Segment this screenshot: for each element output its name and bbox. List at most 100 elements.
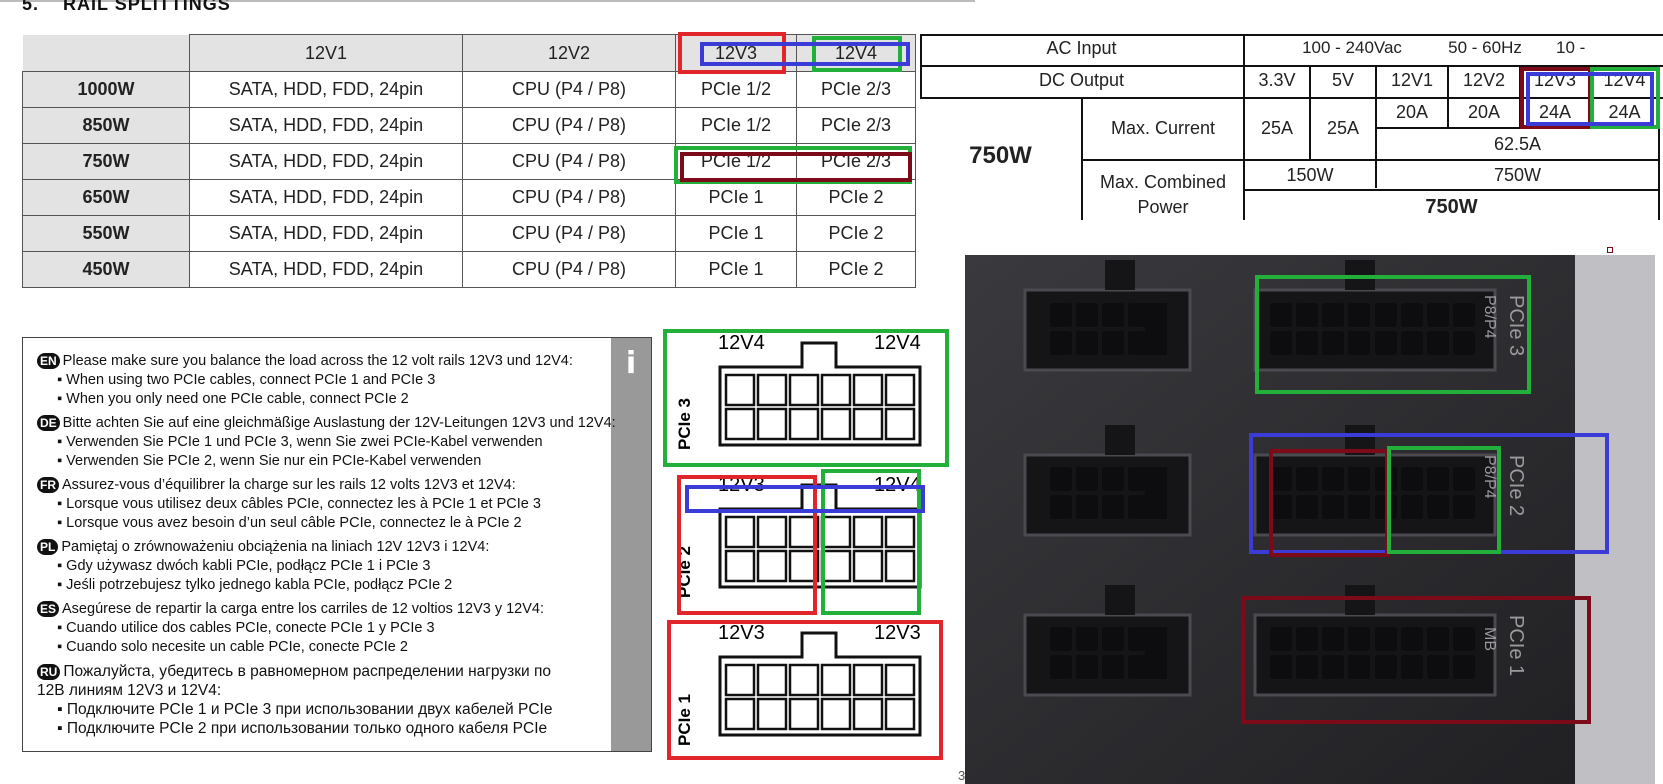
cell-12v4: PCIe 2: [796, 215, 916, 252]
highlight-12v4-header: [812, 36, 902, 72]
lang-text: Pamiętaj o zrównoważeniu obciążenia na l…: [61, 539, 490, 555]
current-12v2: 20A: [1467, 102, 1501, 122]
connector-pcie2: 12V3 12V4 PCIe 2: [675, 474, 922, 598]
current-5v: 25A: [1326, 118, 1360, 138]
dc-output-label: DC Output: [1038, 70, 1125, 90]
lang-text: Please make sure you balance the load ac…: [62, 353, 573, 369]
current-12v1: 20A: [1395, 102, 1429, 122]
highlight-12v3-12v4-header: [700, 42, 910, 66]
highlight-pcie2-rails: [685, 485, 925, 513]
col-header-12v1: 12V1: [189, 34, 463, 72]
psu-panel-photo: PCIe 3 P8/P4 PCIe 2 P8/P4 PCIe 1 MB: [965, 255, 1655, 784]
cell-12v1: SATA, HDD, FDD, 24pin: [189, 251, 463, 288]
lang-bullet: When using two PCIe cables, connect PCIe…: [66, 372, 436, 388]
ac-current: 10 -: [1556, 38, 1586, 57]
lang-badge: DE: [37, 415, 60, 431]
connector-pcie3: 12V4 12V4 PCIe 3: [675, 332, 922, 450]
lang-bullet: Gdy używasz dwóch kabli PCIe, podłącz PC…: [66, 558, 431, 574]
pcie1-left-rail: 12V3: [718, 622, 765, 644]
cell-12v2: CPU (P4 / P8): [462, 215, 676, 252]
lang-bullet: Verwenden Sie PCIe 1 und PCIe 3, wenn Si…: [66, 434, 543, 450]
cell-12v3: PCIe 1: [675, 215, 797, 252]
top-rule: [0, 0, 975, 2]
info-icon: i: [625, 346, 637, 381]
table-row: 1000W SATA, HDD, FDD, 24pin CPU (P4 / P8…: [22, 71, 916, 108]
lang-badge: PL: [37, 539, 59, 555]
pcie1-label: PCIe 1: [675, 694, 694, 746]
highlight-pcie2-12v4: [821, 469, 921, 615]
cell-12v2: CPU (P4 / P8): [462, 71, 676, 108]
connector-pcie1: 12V3 12V3 PCIe 1: [675, 622, 922, 746]
pcie3-right-rail: 12V4: [874, 332, 921, 354]
lang-bullet: Verwenden Sie PCIe 2, wenn Sie nur ein P…: [66, 453, 482, 469]
photo-label-pcie3: PCIe 3: [1505, 295, 1527, 356]
lang-bullet: Cuando solo necesite un cable PCIe, cone…: [66, 639, 408, 655]
cell-12v1: SATA, HDD, FDD, 24pin: [189, 215, 463, 252]
cell-12v3: PCIe 1/2: [675, 71, 797, 108]
lang-bullet: When you only need one PCIe cable, conne…: [66, 391, 409, 407]
model-750w: 750W: [969, 142, 1032, 169]
table-row: 650W SATA, HDD, FDD, 24pin CPU (P4 / P8)…: [22, 179, 916, 216]
lang-bullet: Подключите PCIe 2 при использовании толь…: [66, 720, 548, 737]
cell-12v3: PCIe 1: [675, 179, 797, 216]
pcie1-right-rail: 12V3: [874, 622, 921, 644]
ac-input-label: AC Input: [1046, 38, 1117, 58]
combined-low-power: 150W: [1286, 165, 1334, 185]
cell-12v2: CPU (P4 / P8): [462, 179, 676, 216]
highlight-750w-pcie-maroon: [680, 152, 912, 182]
lang-text: Bitte achten Sie auf eine gleichmäßige A…: [62, 415, 616, 431]
lang-badge: EN: [37, 353, 60, 369]
photo-label-pcie2: PCIe 2: [1505, 455, 1527, 516]
cell-12v1: SATA, HDD, FDD, 24pin: [189, 71, 463, 108]
lang-bullet: Cuando utilice dos cables PCIe, conecte …: [66, 620, 435, 636]
cell-12v4: PCIe 2: [796, 179, 916, 216]
lang-bullet: Lorsque vous utilisez deux câbles PCIe, …: [66, 496, 541, 512]
lang-bullet: Подключите PCIe 1 и PCIe 3 при использов…: [66, 701, 553, 718]
combined-12v-current: 62.5A: [1493, 134, 1542, 154]
table-corner: [22, 34, 190, 72]
max-current-label: Max. Current: [1110, 118, 1216, 138]
cell-12v2: CPU (P4 / P8): [462, 107, 676, 144]
cell-12v2: CPU (P4 / P8): [462, 143, 676, 180]
current-3v3: 25A: [1260, 118, 1294, 138]
table-row: 850W SATA, HDD, FDD, 24pin CPU (P4 / P8)…: [22, 107, 916, 144]
pcie3-label: PCIe 3: [675, 398, 694, 450]
row-model: 550W: [22, 215, 190, 252]
lang-text: Asegúrese de repartir la carga entre los…: [62, 601, 544, 617]
highlight-pcie3: [663, 329, 949, 467]
row-model: 450W: [22, 251, 190, 288]
lang-text: Пожалуйста, убедитесь в равномерном расп…: [63, 663, 551, 680]
max-combined-label: Max. Combined: [1099, 172, 1227, 192]
info-sidebar: i: [611, 338, 651, 751]
row-model: 850W: [22, 107, 190, 144]
section-heading: 5. RAIL SPLITTINGS: [22, 0, 231, 15]
connector-diagrams: 12V4 12V4 PCIe 3 12V3 12V4 PCIe 2 12V3 1…: [663, 329, 949, 760]
photo-label-pcie1: PCIe 1: [1505, 615, 1527, 676]
psu-panel-illustration: PCIe 3 P8/P4 PCIe 2 P8/P4 PCIe 1 MB: [965, 255, 1655, 784]
current-12v4: 24A: [1608, 102, 1641, 122]
table-row: 450W SATA, HDD, FDD, 24pin CPU (P4 / P8)…: [22, 251, 916, 288]
table-row: 550W SATA, HDD, FDD, 24pin CPU (P4 / P8)…: [22, 215, 916, 252]
rail-splitting-table: 12V1 12V2 12V3 12V4 1000W SATA, HDD, FDD…: [22, 34, 916, 288]
lang-text-continued: 12В линиям 12V3 и 12V4:: [37, 682, 222, 699]
rail-12v2: 12V2: [1462, 70, 1506, 90]
cell-12v1: SATA, HDD, FDD, 24pin: [189, 143, 463, 180]
ac-frequency: 50 - 60Hz: [1448, 38, 1522, 57]
photo-label-p8p4-1: P8/P4: [1481, 295, 1498, 339]
lang-badge: ES: [37, 601, 60, 617]
rail-3v3: 3.3V: [1258, 70, 1296, 90]
cell-12v3: PCIe 1: [675, 251, 797, 288]
current-12v3: 24A: [1538, 102, 1572, 122]
row-model: 1000W: [22, 71, 190, 108]
lang-text: Assurez-vous d’équilibrer la charge sur …: [62, 477, 516, 493]
section-number: 5.: [22, 0, 40, 14]
page-number-fragment: 3: [958, 768, 966, 783]
photo-label-mb: MB: [1481, 627, 1498, 651]
lang-bullet: Lorsque vous avez besoin d’un seul câble…: [66, 515, 522, 531]
small-marker: [1607, 247, 1613, 253]
